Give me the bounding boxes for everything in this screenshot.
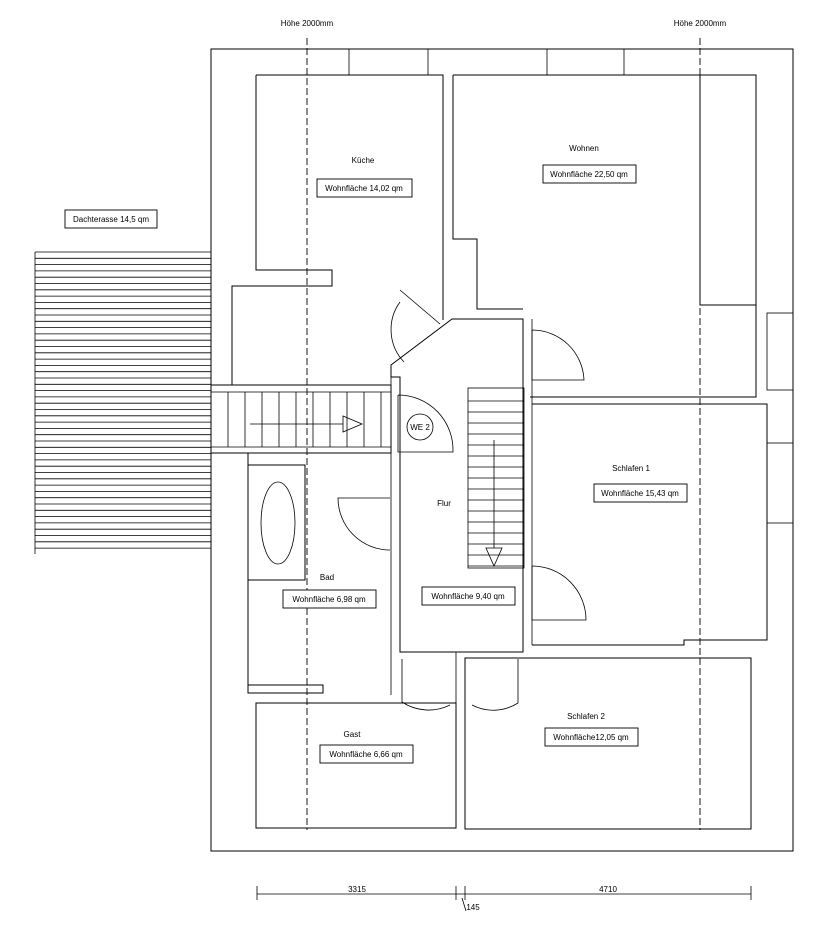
right-wall-windows [766, 312, 794, 524]
svg-text:Wohnfläche12,05 qm: Wohnfläche12,05 qm [553, 733, 629, 742]
guest-room-walls [255, 702, 457, 829]
height-label-left: Höhe 2000mm [281, 19, 334, 28]
area-label-guest: Wohnfläche 6,66 qm [319, 744, 414, 764]
outer-wall [210, 48, 794, 852]
area-label-terrace: Dachterasse 14,5 qm [64, 209, 158, 229]
bathtub [260, 481, 296, 565]
room-name-bedroom2: Schlafen 2 [567, 712, 605, 721]
bathroom-walls [247, 453, 324, 694]
stair-left [210, 384, 392, 454]
bedroom1-walls [532, 403, 768, 646]
doors [337, 289, 587, 711]
room-name-hallway: Flur [437, 499, 451, 508]
kitchen-walls [231, 74, 444, 385]
room-name-guest: Gast [344, 730, 362, 739]
dimension-left: 3315 [348, 885, 366, 894]
svg-text:Wohnfläche 6,98 qm: Wohnfläche 6,98 qm [292, 595, 366, 604]
area-label-bedroom1: Wohnfläche 15,43 qm [593, 483, 688, 503]
svg-text:Wohnfläche 14,02 qm: Wohnfläche 14,02 qm [325, 184, 403, 193]
svg-text:Wohnfläche 9,40 qm: Wohnfläche 9,40 qm [431, 592, 505, 601]
bedroom2-walls [464, 657, 752, 830]
height-label-right: Höhe 2000mm [674, 19, 727, 28]
dimension-right: 4710 [599, 885, 617, 894]
room-name-kitchen: Küche [352, 156, 375, 165]
we-label: WE 2 [410, 423, 430, 432]
area-label-living: Wohnfläche 22,50 qm [542, 164, 637, 184]
svg-text:Wohnfläche 15,43 qm: Wohnfläche 15,43 qm [601, 489, 679, 498]
svg-text:Wohnfläche 22,50 qm: Wohnfläche 22,50 qm [550, 170, 628, 179]
area-label-hallway: Wohnfläche 9,40 qm [421, 586, 516, 606]
room-name-bedroom1: Schlafen 1 [612, 464, 650, 473]
top-wall-details [348, 49, 625, 75]
dimension-line [256, 886, 752, 912]
living-room-walls [452, 74, 757, 398]
room-name-bathroom: Bad [320, 573, 334, 582]
svg-text:Dachterasse 14,5 qm: Dachterasse 14,5 qm [73, 215, 149, 224]
terrace-deck [34, 251, 211, 554]
hallway-walls [390, 318, 524, 653]
we-marker [406, 413, 434, 441]
area-label-bedroom2: Wohnfläche12,05 qm [544, 727, 639, 747]
room-name-living: Wohnen [569, 144, 599, 153]
dimension-gap: 145 [466, 903, 480, 912]
area-label-kitchen: Wohnfläche 14,02 qm [316, 178, 413, 198]
stair-arrows [250, 415, 503, 567]
svg-text:Wohnfläche 6,66 qm: Wohnfläche 6,66 qm [329, 750, 403, 759]
area-label-bathroom: Wohnfläche 6,98 qm [282, 589, 377, 609]
